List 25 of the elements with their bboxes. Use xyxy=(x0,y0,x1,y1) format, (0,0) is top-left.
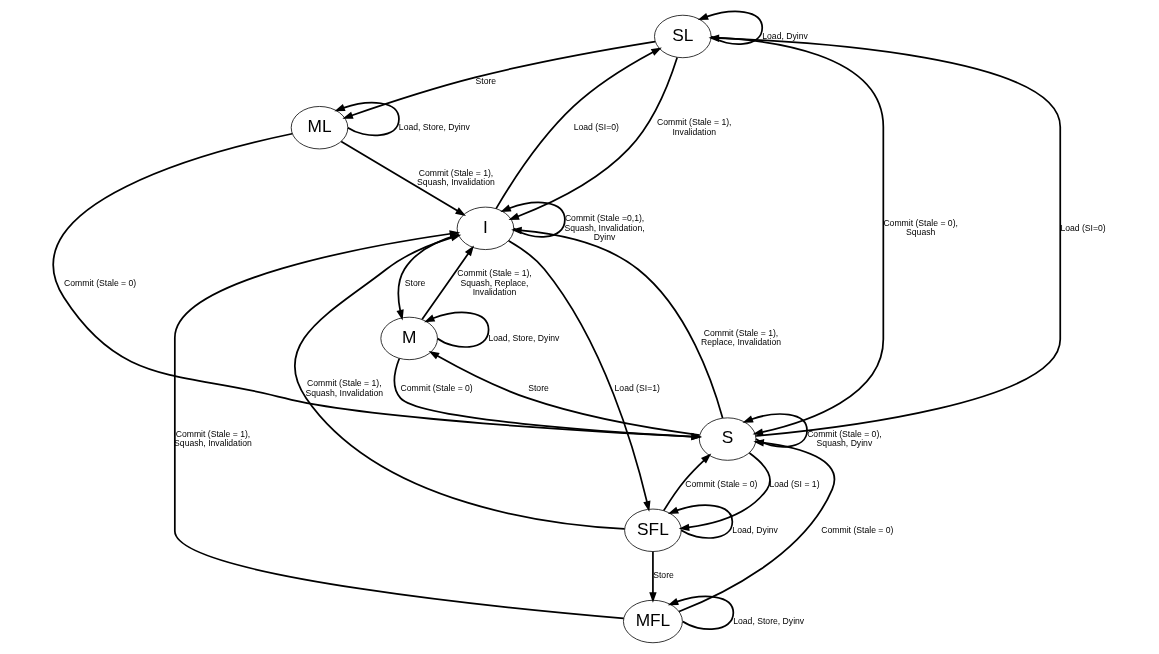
edge-label: Commit (Stale =0,1), Squash, Invalidation, Dyinv xyxy=(564,213,645,242)
edge-label: Commit (Stale = 0) xyxy=(821,524,894,535)
edge-label: Load (SI=1) xyxy=(614,382,660,393)
edge-label: Store xyxy=(404,277,426,288)
edge-label: Load (SI=0) xyxy=(573,121,619,132)
edge-label: Commit (Stale = 0), Squash xyxy=(883,217,958,238)
edge-label: Commit (Stale = 1), Squash, Replace, Invalidation xyxy=(457,268,532,298)
edge-label: Commit (Stale = 0), Squash, Dyinv xyxy=(807,428,882,448)
edge-label: Load, Store, Dyinv xyxy=(488,332,560,343)
edge-label: Load, Store, Dyinv xyxy=(398,121,470,132)
edge-label: Load, Store, Dyinv xyxy=(733,615,805,626)
edge-label: Load (SI = 1) xyxy=(769,478,820,489)
edge-label: Load, Dyinv xyxy=(762,30,808,41)
edge-label: Commit (Stale = 0) xyxy=(685,478,758,489)
edge-label: Store xyxy=(653,570,674,581)
edge-label: Store xyxy=(528,382,549,393)
edge-label: Commit (Stale = 1), Invalidation xyxy=(656,117,732,137)
edge-label: Store xyxy=(475,76,497,87)
edge-label: Load (SI=0) xyxy=(1060,222,1106,233)
edge-label: Load, Dyinv xyxy=(732,524,778,535)
edge-label: Commit (Stale = 0) xyxy=(400,382,473,393)
edge-label: Commit (Stale = 1), Squash, Invalidation xyxy=(305,378,384,398)
edge-label: Commit (Stale = 1), Replace, Invalidation xyxy=(700,327,782,348)
edge-label: Commit (Stale = 1), Squash, Invalidation xyxy=(417,167,495,187)
edge-label: Commit (Stale = 0) xyxy=(64,277,137,288)
